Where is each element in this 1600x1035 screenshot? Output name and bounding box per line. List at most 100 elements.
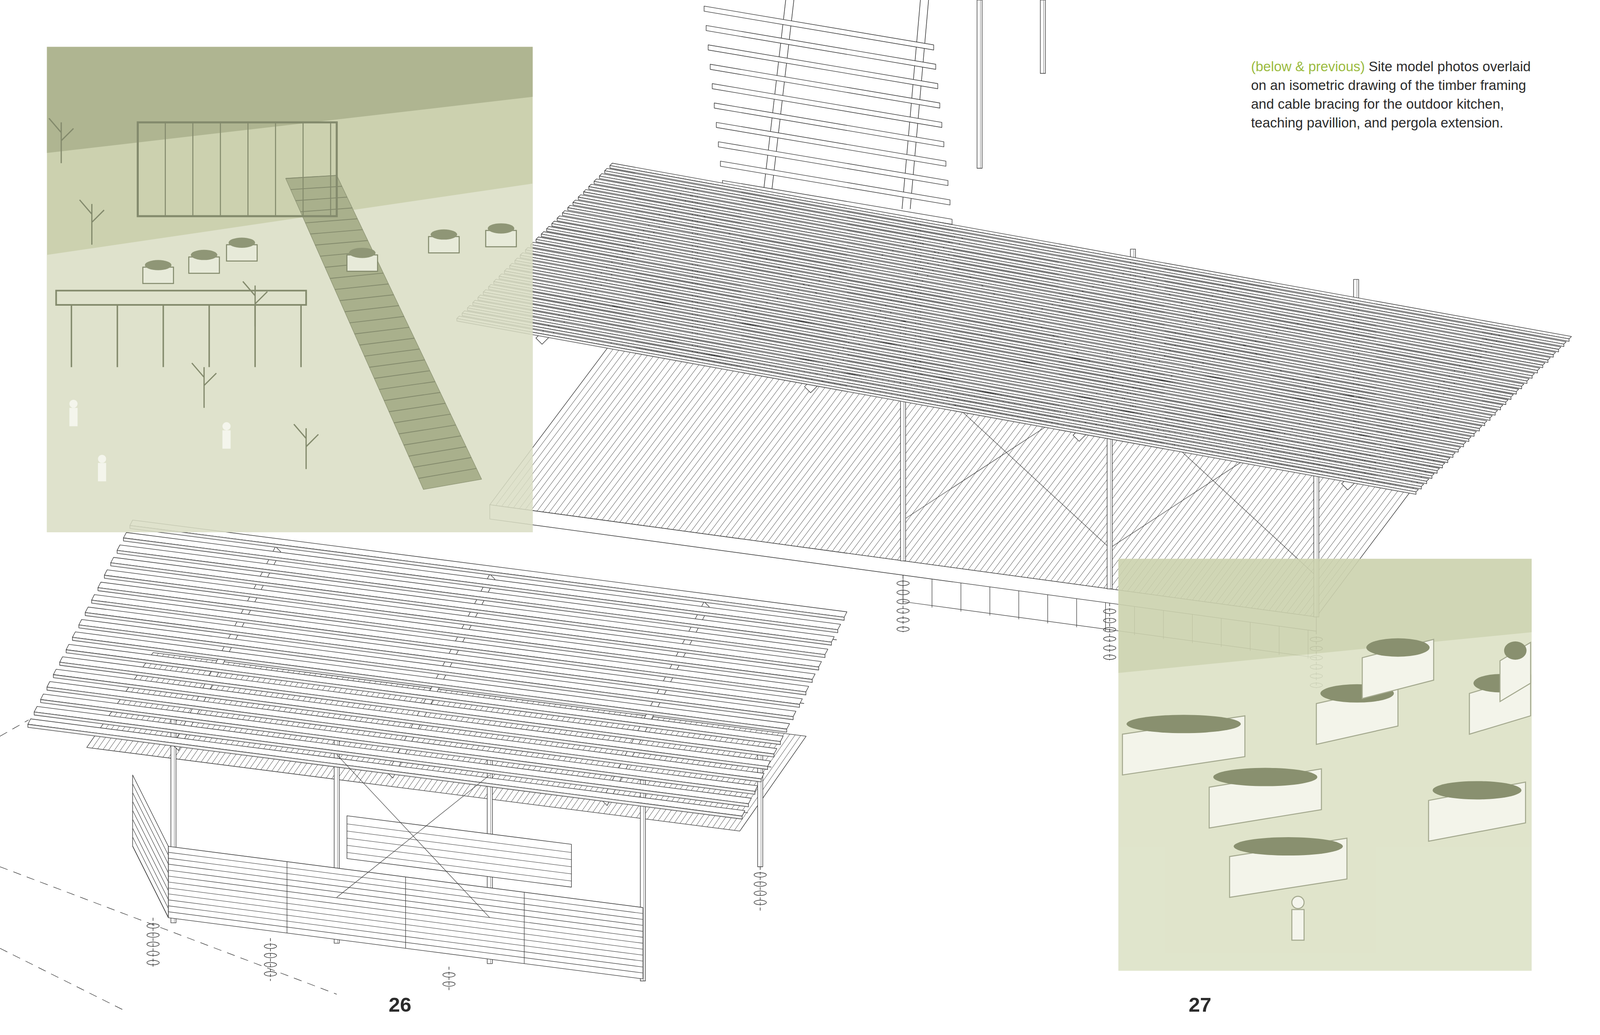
roof-slat <box>483 292 1443 468</box>
deck-board <box>672 366 796 530</box>
deck-board <box>702 370 825 534</box>
pergola-slat <box>710 64 940 108</box>
model-tree <box>49 118 74 164</box>
outdoor-kitchen <box>27 520 848 992</box>
deck-board <box>619 359 743 523</box>
model-stair-tread <box>290 186 343 190</box>
photo-ground <box>47 47 533 533</box>
model-tree <box>242 281 268 327</box>
roof-slat <box>467 307 1427 484</box>
roof-slat <box>456 318 1416 495</box>
deck-board <box>725 373 849 538</box>
deck-board <box>613 358 737 523</box>
timber-framing <box>0 0 1572 1010</box>
model-tree <box>191 363 217 409</box>
deck-joist <box>960 583 962 613</box>
roof-slat <box>477 297 1438 474</box>
page-number-box: 27 <box>1188 993 1212 1017</box>
model-stair-tread <box>413 457 472 468</box>
deck-joist <box>931 579 933 608</box>
deck-board <box>731 374 855 538</box>
screw-pile-helix <box>1103 618 1116 623</box>
timber-post <box>760 755 762 868</box>
model-plant <box>145 260 172 270</box>
model-stair-tread <box>315 240 368 245</box>
wall-slat <box>132 784 169 856</box>
roof-slat <box>477 295 1440 471</box>
roof-slat <box>488 284 1450 461</box>
deck-board <box>684 368 808 532</box>
pergola-slat <box>712 83 942 128</box>
deck-board <box>631 360 755 525</box>
model-stair-tread <box>305 218 358 223</box>
screw-pile <box>448 967 450 992</box>
model-rafter <box>137 122 138 217</box>
deck-board <box>660 365 784 529</box>
deck-board <box>519 345 642 510</box>
deck-board <box>773 380 896 544</box>
model-rafter <box>247 122 249 217</box>
model-pergola <box>56 290 307 305</box>
deck-board <box>696 370 819 534</box>
deck-board <box>737 375 861 539</box>
deck-board <box>920 400 1044 564</box>
site-line <box>0 720 29 737</box>
screw-pile-helix <box>897 590 910 595</box>
deck-board <box>826 387 949 551</box>
screw-pile-helix <box>897 617 910 623</box>
deck-board <box>537 348 660 512</box>
deck-board <box>820 386 943 550</box>
wall-slat <box>132 846 169 918</box>
model-plant <box>1504 641 1527 660</box>
deck-board <box>578 353 701 518</box>
screw-pile-helix <box>147 951 160 957</box>
pergola-post <box>980 0 981 169</box>
model-rafter <box>192 122 194 217</box>
roof-slat <box>34 706 752 805</box>
deck-board <box>909 398 1032 563</box>
deck-board <box>542 348 666 513</box>
deck-board <box>743 376 867 540</box>
model-rafter <box>302 122 304 217</box>
screw-pile-helix <box>442 972 455 978</box>
model-figure <box>1291 910 1304 941</box>
deck-board <box>554 350 678 514</box>
roof-slat <box>504 268 1467 445</box>
deck-board <box>590 355 713 519</box>
screw-pile-helix <box>264 953 277 959</box>
roof-slat <box>472 302 1433 479</box>
screw-pile-helix <box>754 891 767 896</box>
model-stair-tread <box>408 447 467 457</box>
model-plant <box>487 223 515 234</box>
deck-board <box>861 392 985 556</box>
deck-board <box>714 372 837 536</box>
roof-slat <box>499 274 1461 450</box>
deck-joist <box>1047 595 1048 624</box>
deck-board <box>625 360 748 524</box>
model-stair-tread <box>403 435 461 445</box>
bracing-cable <box>336 755 490 919</box>
screw-pile-helix <box>1103 645 1116 651</box>
deck-board <box>785 381 908 545</box>
bracing-cable <box>336 775 490 898</box>
page-number: 27 <box>1188 993 1212 1017</box>
model-stair-tread <box>384 392 441 401</box>
model-post <box>116 305 118 368</box>
deck-board <box>690 369 813 533</box>
wall-slat <box>132 792 169 865</box>
pergola-slat <box>716 122 946 167</box>
model-stair-tread <box>369 360 425 368</box>
wall-slat <box>132 828 169 900</box>
model-stair-tread <box>344 305 399 313</box>
screw-pile <box>760 867 761 913</box>
deck-joist <box>989 587 990 616</box>
model-plant <box>1233 837 1343 856</box>
roof-slat <box>467 305 1429 482</box>
roof-slat <box>504 271 1464 448</box>
model-tree <box>79 200 105 245</box>
deck-board <box>779 380 902 545</box>
screw-pile-helix <box>264 962 277 968</box>
deck-joist <box>1018 591 1019 620</box>
wall-slat <box>132 802 169 874</box>
